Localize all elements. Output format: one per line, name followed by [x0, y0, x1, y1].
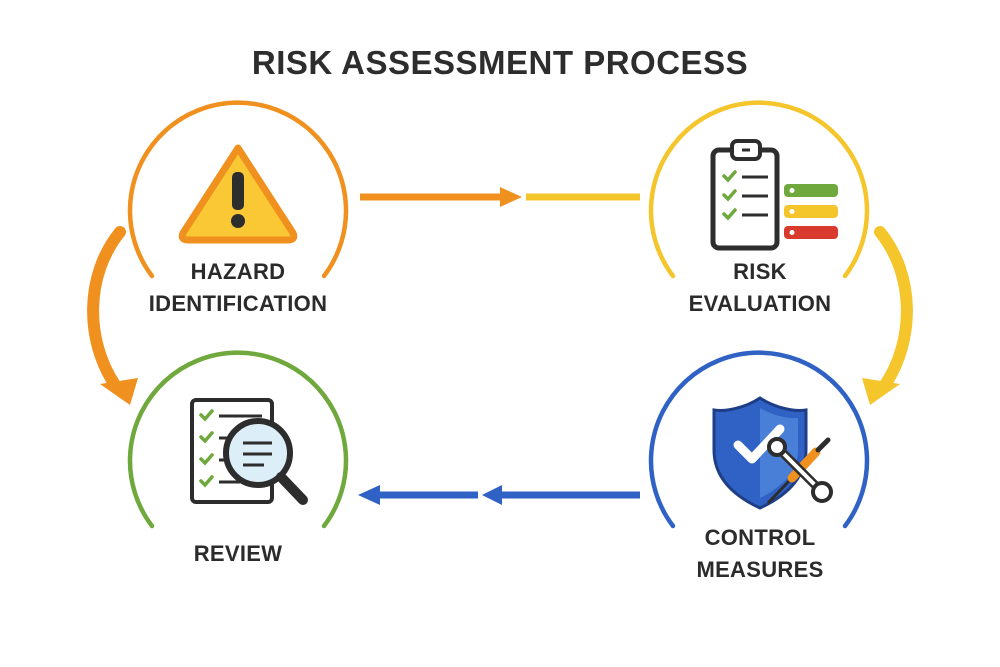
hazard-arc [127, 100, 349, 279]
risk-label-line1: RISK [733, 259, 787, 284]
control-label-line1: CONTROL [704, 525, 816, 550]
review-label-line1: REVIEW [193, 541, 283, 566]
warning-triangle-icon [178, 144, 298, 244]
review-label: REVIEW [128, 538, 348, 570]
hazard-label-line2: IDENTIFICATION [148, 291, 328, 316]
clipboard-checklist-icon [710, 139, 838, 251]
control-arc [648, 350, 870, 529]
shield-tools-icon [712, 396, 833, 510]
review-arc [127, 350, 349, 529]
risk-label-line2: EVALUATION [688, 291, 832, 316]
arrow-hazard-to-review [87, 226, 138, 405]
diagram-title: RISK ASSESSMENT PROCESS [251, 44, 749, 81]
document-magnifier-icon [190, 398, 308, 505]
risk-evaluation-label: RISK EVALUATION [650, 256, 870, 320]
arrow-risk-to-control [862, 226, 913, 405]
risk-arc [648, 100, 870, 279]
arrow-hazard-to-risk [360, 187, 640, 207]
control-label-line2: MEASURES [696, 557, 824, 582]
hazard-identification-label: HAZARD IDENTIFICATION [128, 256, 348, 320]
control-measures-label: CONTROL MEASURES [650, 522, 870, 586]
hazard-label-line1: HAZARD [190, 259, 286, 284]
arrow-control-to-review [358, 485, 640, 505]
